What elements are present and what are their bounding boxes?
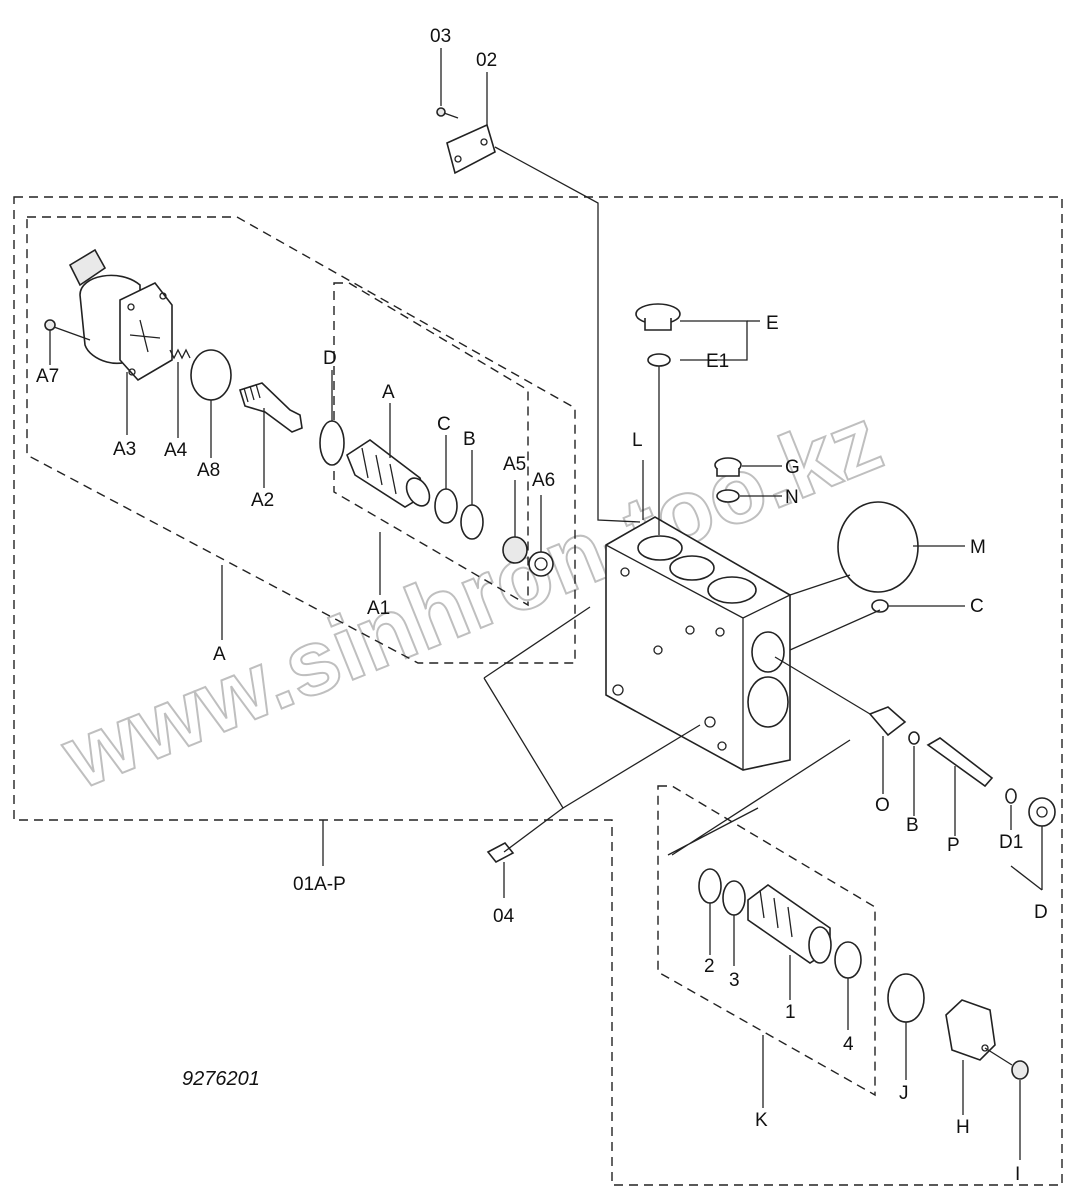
- label-01A-P: 01A-P: [293, 874, 346, 895]
- label-A8: A8: [197, 460, 220, 481]
- label-03: 03: [430, 26, 451, 47]
- label-L: L: [632, 430, 643, 451]
- label-G: G: [785, 457, 800, 478]
- label-B-right: B: [906, 815, 919, 836]
- drawing-number: 9276201: [182, 1068, 260, 1090]
- valve-body: [605, 516, 791, 771]
- label-A3: A3: [113, 439, 136, 460]
- o-ring-A8: [190, 349, 232, 401]
- label-4: 4: [843, 1034, 854, 1055]
- o-ring-N: [716, 489, 740, 503]
- plug-O: [868, 706, 907, 737]
- spring-A4: [169, 348, 191, 360]
- plate-02: [446, 123, 496, 175]
- label-O: O: [875, 795, 890, 816]
- o-ring-E1: [647, 353, 671, 367]
- label-P: P: [947, 835, 960, 856]
- sleeve-1: [747, 884, 832, 964]
- label-A2: A2: [251, 490, 274, 511]
- label-D1: D1: [999, 832, 1023, 853]
- label-02: 02: [476, 50, 497, 71]
- label-M: M: [970, 537, 986, 558]
- label-A-top: A: [382, 382, 395, 403]
- label-N: N: [785, 487, 799, 508]
- label-E1: E1: [706, 351, 729, 372]
- label-A6: A6: [532, 470, 555, 491]
- label-B-mid: B: [463, 429, 476, 450]
- o-ring-D1: [1005, 788, 1017, 804]
- label-K: K: [755, 1110, 768, 1131]
- plug-E: [635, 303, 681, 331]
- label-A5: A5: [503, 454, 526, 475]
- plug-D: [1028, 797, 1056, 827]
- label-E: E: [766, 313, 779, 334]
- label-1: 1: [785, 1002, 796, 1023]
- label-A7: A7: [36, 366, 59, 387]
- label-D-right: D: [1034, 902, 1048, 923]
- plug-A5: [502, 536, 528, 564]
- pin-04: [486, 841, 515, 864]
- screw-03: [436, 107, 459, 119]
- plug-G: [714, 457, 742, 477]
- label-D-left: D: [323, 348, 337, 369]
- o-ring-3: [722, 880, 746, 916]
- label-H: H: [956, 1117, 970, 1138]
- o-ring-M: [837, 501, 919, 593]
- label-I: I: [1015, 1164, 1020, 1185]
- label-J: J: [899, 1083, 909, 1104]
- o-ring-B-right: [908, 731, 920, 745]
- label-A-bottom: A: [213, 644, 226, 665]
- spool-A2: [238, 382, 303, 433]
- washer-A6: [528, 551, 554, 577]
- o-ring-B-mid: [460, 504, 484, 540]
- screw-I: [984, 1047, 1029, 1080]
- label-C-right: C: [970, 596, 984, 617]
- o-ring-J: [887, 973, 925, 1023]
- label-C-mid: C: [437, 414, 451, 435]
- o-ring-C-mid: [434, 488, 458, 524]
- o-ring-4: [834, 941, 862, 979]
- label-04: 04: [493, 906, 515, 927]
- o-ring-D: [319, 420, 345, 466]
- label-A1: A1: [367, 598, 390, 619]
- o-ring-2: [698, 868, 722, 904]
- label-A4: A4: [164, 440, 188, 461]
- label-2: 2: [704, 956, 715, 977]
- sleeve-A: [346, 439, 431, 508]
- pin-P: [926, 737, 994, 788]
- cover-H: [945, 999, 996, 1061]
- solenoid-A3: [68, 248, 173, 382]
- group-A-boundary: [26, 216, 576, 664]
- label-3: 3: [729, 970, 740, 991]
